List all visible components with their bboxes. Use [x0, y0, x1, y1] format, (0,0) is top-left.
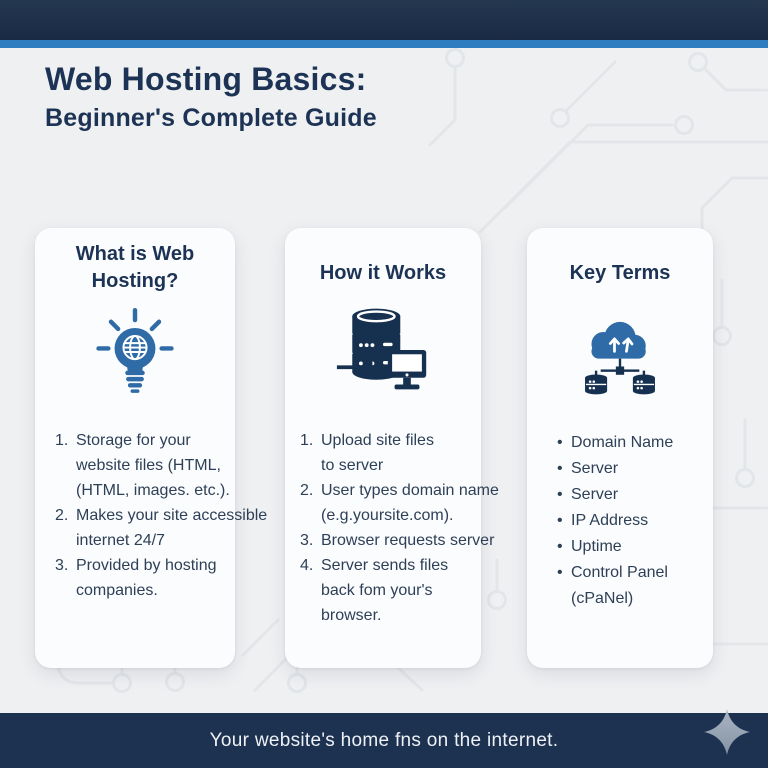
card-title: How it Works [319, 262, 447, 284]
card-key-terms: Key Terms [527, 228, 713, 668]
list-item: • IP Address [557, 508, 713, 534]
list-item-text: User types domain name (e.g.yoursite.com… [321, 482, 499, 524]
card-list: 1. Upload site files to server 2. User type… [285, 428, 499, 628]
list-item-text: Provided by hosting companies. [76, 557, 217, 599]
list-item: 2. User types domain name (e.g.yoursite.c… [300, 478, 499, 528]
list-item-text: IP Address [571, 512, 649, 529]
list-item-text: Domain Name [571, 434, 674, 451]
list-item-text: Server [571, 486, 619, 503]
list-item-text: Upload site files to server [321, 432, 434, 474]
sparkle-icon [703, 708, 751, 761]
list-item-text: Uptime [571, 538, 622, 555]
list-item: • Domain Name [557, 430, 713, 456]
page-title: Web Hosting Basics: [45, 61, 367, 97]
list-item-marker: • [557, 538, 563, 555]
list-item-marker: 2. [300, 482, 314, 499]
card-list: • Domain Name • Server • Server • IP Address • Up… [527, 430, 713, 612]
list-item-marker: • [557, 486, 563, 503]
list-item: • Control Panel (cPaNel) [557, 560, 713, 612]
list-item-text: Makes your site accessible internet 24/7 [76, 507, 268, 549]
cloud-upload-network-icon [527, 310, 713, 400]
list-item-marker: 4. [300, 557, 314, 574]
server-monitor-icon [285, 302, 481, 396]
list-item: 1. Storage for your website files (HTML, … [55, 428, 235, 503]
card-how-it-works: How it Works [285, 228, 499, 668]
card-what-is-web-hosting: What is Web Hosting? [35, 228, 267, 668]
list-item-marker: 1. [55, 432, 69, 449]
accent-line [0, 40, 768, 48]
list-item: 4. Server sends files back fom your's bro… [300, 553, 481, 628]
list-item-text: Browser requests server [321, 532, 495, 549]
list-item-marker: 3. [55, 557, 69, 574]
list-item: 3. Provided by hosting companies. [55, 553, 235, 603]
list-item: • Server [557, 482, 713, 508]
card-list: 1. Storage for your website files (HTML, … [35, 428, 267, 603]
list-item-marker: • [557, 460, 563, 477]
footer-bar: Your website's home fns on the internet. [0, 713, 768, 768]
list-item-marker: 1. [300, 432, 314, 449]
page-subtitle: Beginner's Complete Guide [45, 104, 377, 132]
list-item-marker: 3. [300, 532, 314, 549]
list-item-marker: • [557, 434, 563, 451]
list-item-text: Server [571, 460, 619, 477]
list-item: • Uptime [557, 534, 713, 560]
list-item-marker: • [557, 564, 563, 581]
list-item-text: Server sends files back fom your's brows… [321, 557, 449, 624]
top-bar [0, 0, 768, 40]
card-title: What is Web Hosting? [75, 243, 195, 292]
card-title: Key Terms [569, 262, 671, 284]
lightbulb-globe-icon [35, 308, 235, 396]
footer-tagline: Your website's home fns on the internet. [209, 729, 559, 751]
list-item-marker: 2. [55, 507, 69, 524]
list-item: 3. Browser requests server [300, 528, 494, 553]
list-item: • Server [557, 456, 713, 482]
list-item-marker: • [557, 512, 563, 529]
list-item-text: Storage for your website files (HTML, (H… [76, 432, 230, 499]
list-item-text: Control Panel (cPaNel) [571, 564, 668, 607]
title-block: Web Hosting Basics: Beginner's Complete … [45, 60, 377, 133]
list-item: 2. Makes your site accessible internet 24… [55, 503, 267, 553]
list-item: 1. Upload site files to server [300, 428, 481, 478]
